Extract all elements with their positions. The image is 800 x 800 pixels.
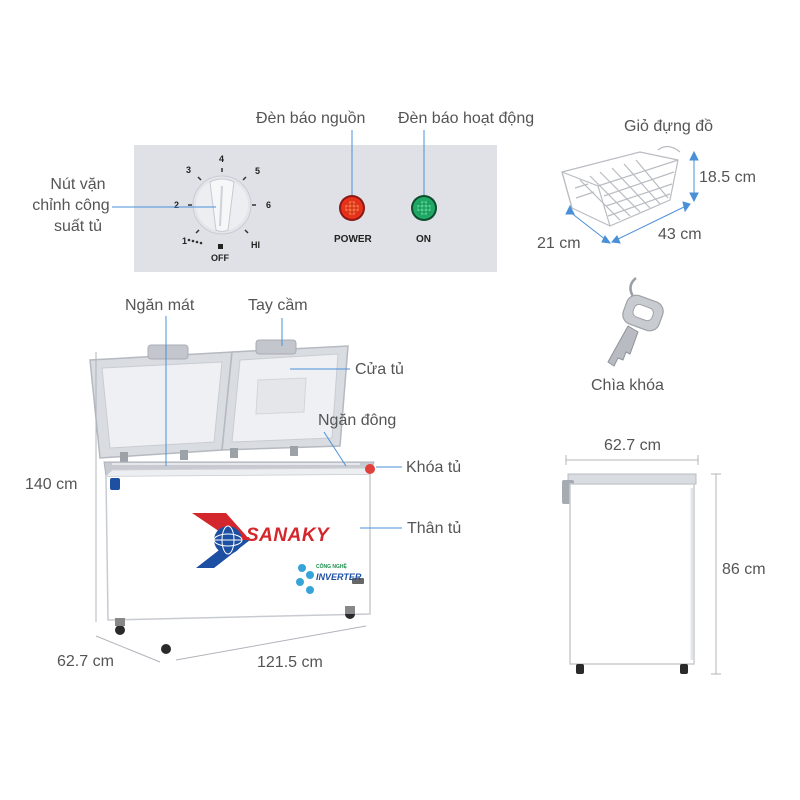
basket-width: 43 cm xyxy=(658,226,702,243)
front-width-dimension: 121.5 cm xyxy=(257,654,323,671)
handle-label: Tay cầm xyxy=(248,297,308,314)
cool-compartment-label: Ngăn mát xyxy=(125,297,195,314)
basket-height: 18.5 cm xyxy=(699,169,756,186)
inverter-badge-line2: INVERTER xyxy=(316,572,362,582)
dial-off-label: OFF xyxy=(211,253,229,263)
knob-label-line3: suất tủ xyxy=(53,218,103,235)
basket-depth: 21 cm xyxy=(537,235,581,252)
side-height-dimension: 86 cm xyxy=(722,561,766,578)
basket-title: Giỏ đựng đồ xyxy=(624,118,713,135)
door-label: Cửa tủ xyxy=(355,361,404,378)
power-text: POWER xyxy=(334,234,372,245)
on-text: ON xyxy=(416,234,431,245)
inverter-badge-line1: CÔNG NGHỆ xyxy=(316,564,347,570)
knob-label-line2: chỉnh công xyxy=(32,197,110,214)
front-height-dimension: 140 cm xyxy=(25,476,78,493)
lock-label: Khóa tủ xyxy=(406,459,462,476)
key-label: Chìa khóa xyxy=(591,377,664,394)
brand-logo-text: SANAKY xyxy=(246,525,330,546)
body-label: Thân tủ xyxy=(407,520,462,537)
power-indicator-label: Đèn báo nguồn xyxy=(256,110,366,127)
active-indicator-label: Đèn báo hoạt động xyxy=(398,110,535,127)
dial-number-4: 4 xyxy=(219,154,225,164)
side-depth-dimension: 62.7 cm xyxy=(604,437,661,454)
dial-number-6: 6 xyxy=(266,200,272,210)
dial-number-2: 2 xyxy=(174,200,180,210)
dial-number-5: 5 xyxy=(255,166,261,176)
freeze-compartment-label: Ngăn đông xyxy=(318,412,397,429)
dial-number-1: 1 xyxy=(182,236,188,246)
front-depth-dimension: 62.7 cm xyxy=(57,653,114,670)
dial-number-3: 3 xyxy=(186,165,192,175)
dial-hi-label: HI xyxy=(251,240,260,250)
knob-label-line1: Nút vặn xyxy=(50,176,106,193)
